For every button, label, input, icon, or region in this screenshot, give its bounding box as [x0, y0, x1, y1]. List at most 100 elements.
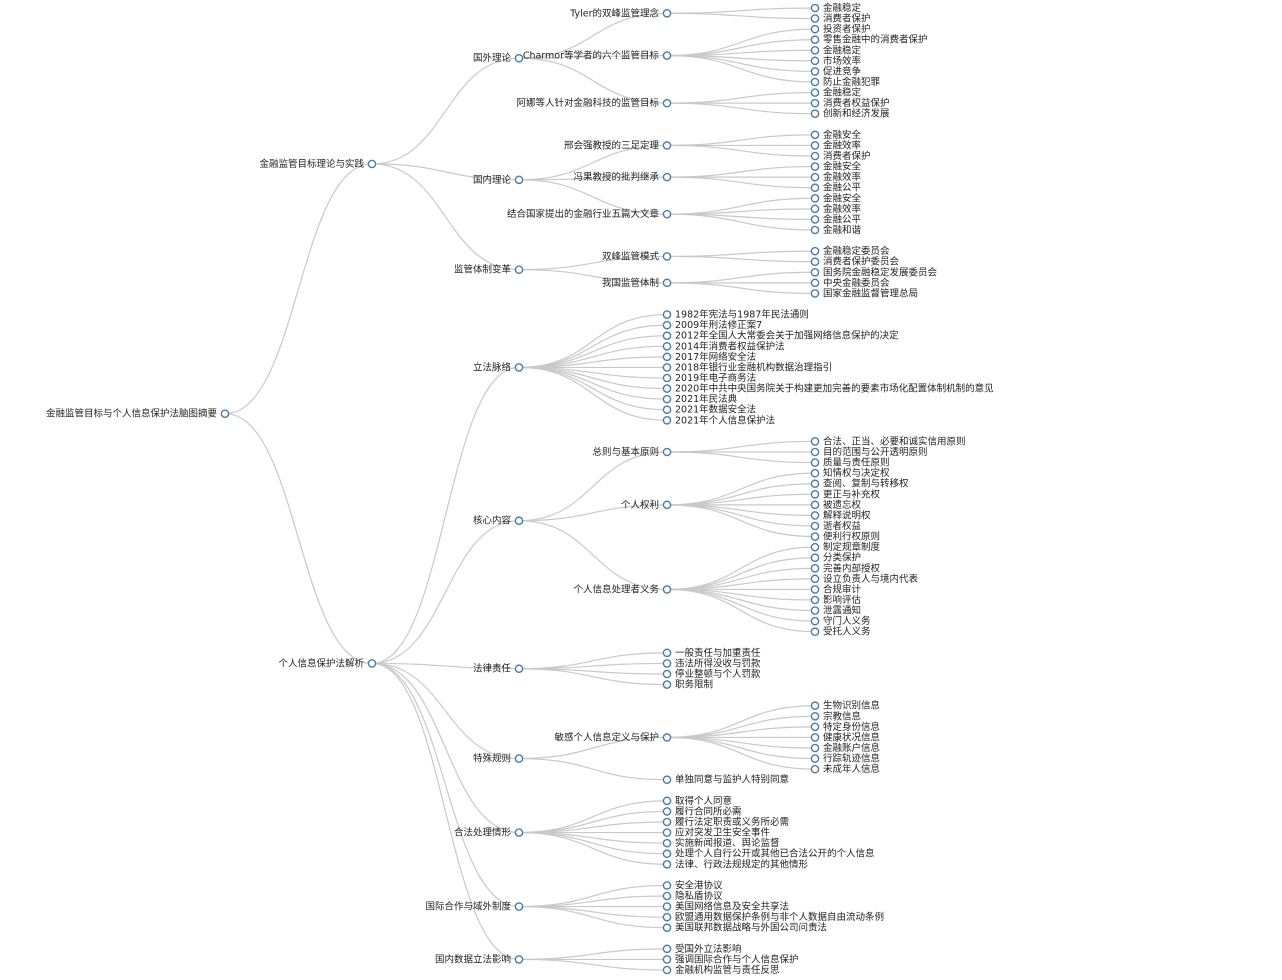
leaf-node[interactable]: 金融机构监管与责任反思 [662, 964, 780, 976]
node-dot[interactable] [810, 627, 820, 637]
node-dot[interactable] [662, 923, 672, 933]
leaf-node[interactable]: 守门人义务 [810, 615, 871, 627]
leaf-node[interactable]: 健康状况信息 [810, 731, 880, 743]
leaf-node[interactable]: 美国联邦数据战略与外国公司问责法 [662, 922, 827, 934]
node-dot[interactable] [810, 447, 820, 457]
leaf-node[interactable]: 特定身份信息 [810, 721, 880, 733]
node-dot[interactable] [810, 141, 820, 150]
node-dot[interactable] [810, 563, 820, 573]
branch-node[interactable]: 核心内容 [473, 515, 524, 527]
leaf-node[interactable]: 法律、行政法规规定的其他情形 [662, 858, 809, 870]
leaf-node[interactable]: 金融稳定 [810, 2, 862, 14]
node-dot[interactable] [662, 912, 672, 922]
branch-node[interactable]: 结合国家提出的金融行业五篇大文章 [507, 208, 672, 220]
node-dot[interactable] [662, 828, 672, 837]
node-dot[interactable] [810, 3, 820, 13]
leaf-node[interactable]: 2014年消费者权益保护法 [662, 340, 785, 352]
node-dot[interactable] [662, 209, 672, 219]
node-dot[interactable] [662, 891, 672, 901]
leaf-node[interactable]: 合规审计 [810, 583, 862, 595]
node-dot[interactable] [662, 849, 672, 859]
node-dot[interactable] [514, 53, 524, 63]
leaf-node[interactable]: 泄露通知 [810, 605, 861, 617]
leaf-node[interactable]: 设立负责人与境内代表 [810, 573, 919, 585]
node-dot[interactable] [514, 902, 524, 911]
node-dot[interactable] [810, 500, 820, 510]
leaf-node[interactable]: 解释说明权 [810, 509, 871, 521]
node-dot[interactable] [810, 162, 820, 171]
node-dot[interactable] [810, 733, 820, 742]
leaf-node[interactable]: 欧盟通用数据保护条例与非个人数据自由流动条例 [662, 911, 884, 923]
branch-node[interactable]: 敏感个人信息定义与保护 [554, 731, 672, 743]
leaf-node[interactable]: 履行合同所必需 [662, 805, 742, 817]
node-dot[interactable] [514, 754, 524, 763]
leaf-node[interactable]: 2021年个人信息保护法 [662, 414, 775, 426]
leaf-node[interactable]: 行踪轨迹信息 [810, 753, 880, 765]
leaf-node[interactable]: 金融稳定 [810, 87, 862, 99]
leaf-node[interactable]: 2012年全国人大常委会关于加强网络信息保护的决定 [662, 330, 899, 342]
leaf-node[interactable]: 金融公平 [810, 213, 862, 225]
node-dot[interactable] [662, 320, 672, 330]
node-dot[interactable] [662, 680, 672, 689]
node-dot[interactable] [810, 278, 820, 288]
leaf-node[interactable]: 受托人义务 [810, 626, 871, 638]
node-dot[interactable] [514, 955, 524, 964]
leaf-node[interactable]: 停业整顿与个人罚款 [662, 668, 761, 680]
leaf-node[interactable]: 完善内部授权 [810, 562, 881, 574]
leaf-node[interactable]: 消费者保护 [810, 150, 871, 162]
leaf-node[interactable]: 1982年宪法与1987年民法通则 [662, 309, 809, 321]
branch-node[interactable]: 特殊规则 [473, 753, 524, 765]
leaf-node[interactable]: 金融安全 [810, 192, 862, 204]
node-dot[interactable] [662, 838, 672, 848]
leaf-node[interactable]: 应对突发卫生安全事件 [662, 827, 771, 839]
leaf-node[interactable]: 金融效率 [810, 139, 862, 151]
node-dot[interactable] [662, 881, 672, 890]
node-dot[interactable] [662, 807, 672, 816]
leaf-node[interactable]: 实施新闻报道、舆论监督 [662, 837, 780, 849]
leaf-node[interactable]: 防止金融犯罪 [810, 76, 881, 88]
leaf-node[interactable]: 2021年数据安全法 [662, 404, 756, 416]
node-dot[interactable] [810, 764, 820, 774]
node-dot[interactable] [662, 965, 672, 975]
leaf-node[interactable]: 金融效率 [810, 203, 862, 215]
leaf-node[interactable]: 2020年中共中央国务院关于构建更加完善的要素市场化配置体制机制的意见 [662, 383, 994, 395]
node-dot[interactable] [514, 516, 524, 526]
node-dot[interactable] [662, 310, 672, 319]
node-dot[interactable] [810, 257, 820, 267]
leaf-node[interactable]: 制定规章制度 [810, 541, 881, 553]
leaf-node[interactable]: 消费者权益保护 [810, 97, 890, 109]
node-dot[interactable] [810, 479, 820, 489]
leaf-node[interactable]: 零售金融中的消费者保护 [810, 34, 928, 46]
leaf-node[interactable]: 安全港协议 [662, 879, 723, 891]
branch-node[interactable]: 冯果教授的批判继承 [573, 171, 672, 183]
leaf-node[interactable]: 强调国际合作与个人信息保护 [662, 953, 799, 965]
leaf-node[interactable]: 市场效率 [810, 55, 862, 67]
branch-node[interactable]: 双峰监管模式 [602, 250, 672, 262]
leaf-node[interactable]: 知情权与决定权 [810, 467, 890, 479]
node-dot[interactable] [810, 754, 820, 763]
node-dot[interactable] [810, 458, 820, 467]
node-dot[interactable] [662, 817, 672, 827]
leaf-node[interactable]: 促进竞争 [810, 65, 862, 77]
node-dot[interactable] [810, 35, 820, 45]
branch-node[interactable]: 国际合作与域外制度 [425, 901, 524, 913]
node-dot[interactable] [810, 98, 820, 108]
node-dot[interactable] [662, 252, 672, 261]
node-dot[interactable] [662, 278, 672, 288]
leaf-node[interactable]: 金融账户信息 [810, 742, 880, 754]
branch-node[interactable]: 法律责任 [473, 663, 524, 675]
branch-node[interactable]: 国内数据立法影响 [435, 953, 524, 965]
node-dot[interactable] [662, 669, 672, 679]
node-dot[interactable] [810, 542, 820, 552]
node-dot[interactable] [810, 45, 820, 55]
node-dot[interactable] [810, 14, 820, 23]
node-dot[interactable] [662, 373, 672, 383]
leaf-node[interactable]: 金融安全 [810, 129, 862, 141]
node-dot[interactable] [810, 77, 820, 87]
branch-node[interactable]: 个人信息保护法解析 [278, 657, 377, 669]
leaf-node[interactable]: 便利行权原则 [810, 531, 880, 543]
node-dot[interactable] [810, 289, 820, 298]
leaf-node[interactable]: 违法所得没收与罚款 [662, 657, 761, 669]
leaf-node[interactable]: 国家金融监督管理总局 [810, 287, 918, 299]
node-dot[interactable] [662, 944, 672, 954]
